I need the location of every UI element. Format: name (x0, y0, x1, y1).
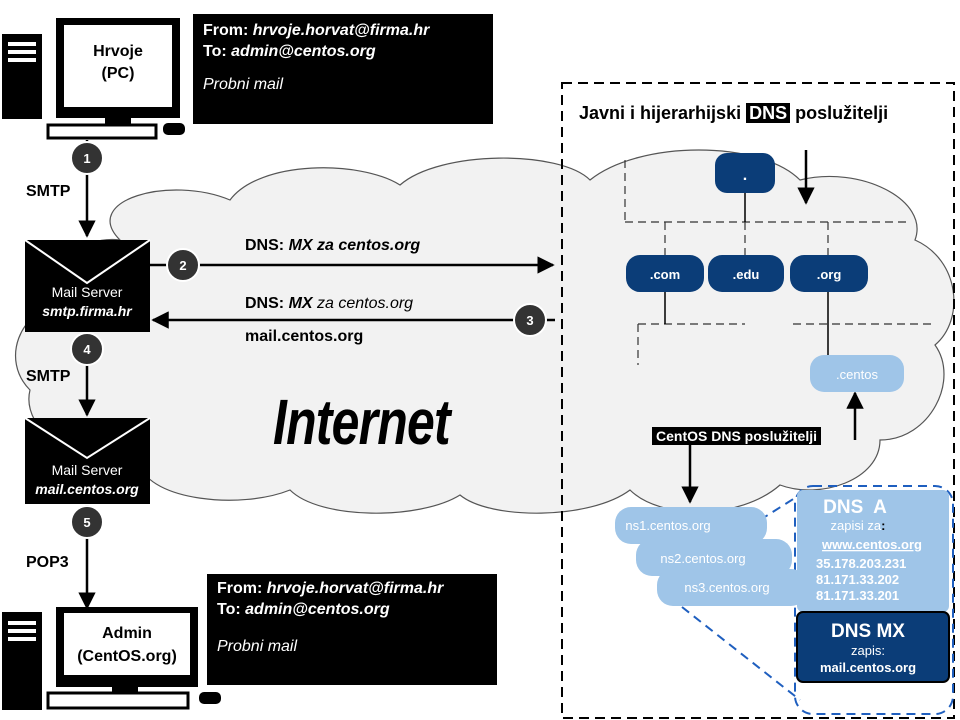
smtp-label-2: SMTP (26, 368, 71, 385)
tld-com-node (626, 255, 704, 292)
smtp-label-1: SMTP (26, 183, 71, 200)
dns-mx-value: mail.centos.org (820, 660, 916, 675)
dns-mx-box (796, 611, 950, 683)
dns-root-label: . (743, 167, 747, 184)
dns-root-node (715, 153, 775, 193)
step-5: 5 (83, 515, 90, 530)
bottom-from-value: hrvoje.horvat@firma.hr (266, 580, 444, 597)
step-3: 3 (526, 313, 533, 328)
dns-reply-prefix: DNS: (245, 295, 285, 312)
pc-admin (2, 607, 221, 710)
step-1: 1 (83, 151, 90, 166)
mail-server-1-host: smtp.firma.hr (42, 303, 133, 319)
dns-a-ip-3: 81.171.33.201 (816, 588, 899, 603)
internet-label: Internet (273, 386, 451, 458)
bottom-email-note: From: hrvoje.horvat@firma.hr To: admin@c… (207, 574, 497, 685)
top-from-label: From: (203, 22, 249, 39)
dns-tree-lines (624, 160, 935, 365)
sld-centos-label: .centos (836, 367, 878, 382)
dns-box-title-after: poslužitelji (795, 103, 889, 123)
dns-a-ip-1: 35.178.203.231 (816, 556, 906, 571)
internet-cloud (14, 149, 955, 514)
dns-box-title: Javni i hijerarhijski DNS poslužitelji (579, 103, 888, 124)
mail-server-2-icon (24, 417, 151, 504)
dns-a-subtitle: zapisi za (831, 518, 882, 533)
bottom-body: Probni mail (217, 638, 298, 655)
top-from-value: hrvoje.horvat@firma.hr (252, 22, 430, 39)
ns2-label: ns2.centos.org (660, 551, 745, 566)
dns-reply-answer: mail.centos.org (245, 328, 364, 345)
dns-reply-label: DNS: MX za centos.org (245, 295, 413, 313)
ns3-label: ns3.centos.org (684, 580, 769, 595)
public-dns-box (561, 82, 955, 719)
dns-query-label: DNS: MX za centos.org (245, 237, 420, 255)
dns-a-ip-2: 81.171.33.202 (816, 572, 899, 587)
dns-box-title-hl: DNS (746, 103, 791, 123)
dns-a-box (797, 490, 949, 612)
dns-query-prefix: DNS: (245, 237, 285, 254)
mail-server-1-icon (24, 239, 151, 332)
pop3-label: POP3 (26, 554, 69, 571)
mail-server-2-title: Mail Server (52, 462, 123, 478)
bottom-from-label: From: (217, 580, 263, 597)
ns1-node (615, 507, 767, 544)
dns-reply-mx: MX (288, 295, 313, 312)
dns-a-host: www.centos.org (821, 537, 922, 552)
pc-admin-sub: (CentOS.org) (77, 648, 177, 665)
dns-mx-subtitle: zapis: (851, 643, 885, 658)
svg-text:zapisi za:: zapisi za: (831, 518, 886, 533)
bottom-to-label: To: (217, 601, 241, 618)
tld-edu-node (708, 255, 784, 292)
pc-admin-name: Admin (102, 625, 152, 642)
dns-a-title: DNS A (823, 497, 887, 518)
ns2-node (636, 539, 792, 576)
tld-org-label: .org (817, 267, 842, 282)
pc-hrvoje (2, 18, 185, 140)
dns-query-value: MX za centos.org (288, 237, 421, 254)
mail-server-2-host: mail.centos.org (35, 481, 139, 497)
dns-a-colon: : (881, 518, 885, 533)
tld-org-node (790, 255, 868, 292)
top-to-value: admin@centos.org (231, 43, 376, 60)
step-4: 4 (83, 342, 91, 357)
centos-dns-label: CentOS DNS poslužitelji (652, 427, 822, 445)
step-2: 2 (179, 258, 186, 273)
tld-edu-label: .edu (733, 267, 760, 282)
sld-centos-node (810, 355, 904, 392)
mail-server-1-title: Mail Server (52, 284, 123, 300)
dns-mx-title: DNS MX (831, 621, 905, 642)
ns3-node (657, 569, 807, 606)
ns1-label: ns1.centos.org (625, 518, 710, 533)
step-markers (70, 141, 547, 539)
bottom-to-value: admin@centos.org (245, 601, 390, 618)
top-email-note: From: hrvoje.horvat@firma.hr To: admin@c… (193, 14, 493, 124)
top-to-label: To: (203, 43, 227, 60)
top-body: Probni mail (203, 76, 284, 93)
pc-hrvoje-name: Hrvoje (93, 43, 143, 60)
pc-hrvoje-sub: (PC) (102, 65, 135, 82)
dns-reply-rest: za centos.org (317, 295, 414, 312)
dns-box-title-before: Javni i hijerarhijski (579, 103, 742, 123)
tld-com-label: .com (650, 267, 680, 282)
